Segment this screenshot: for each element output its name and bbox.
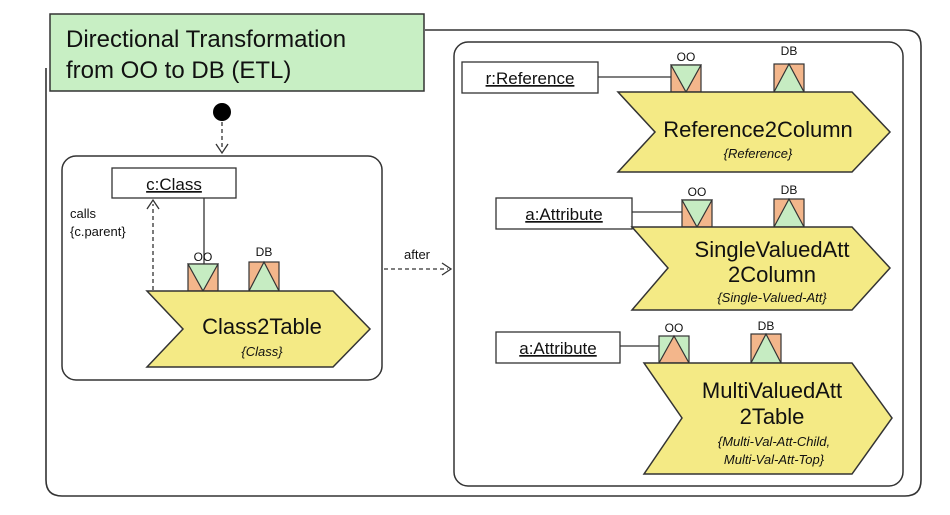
title-line-2: from OO to DB (ETL): [66, 57, 291, 84]
title-box: [49, 13, 425, 92]
rule-singlevaluedatt2column-name-2: 2Column: [728, 262, 816, 287]
outer-frame: [45, 29, 922, 497]
rule-class2table-name: Class2Table: [202, 314, 322, 339]
reference-port-oo-label: OO: [677, 50, 696, 64]
multi-attribute-object-label: a:Attribute: [519, 339, 597, 358]
left-port-db-label: DB: [256, 245, 273, 259]
reference-oo-port: [669, 64, 703, 94]
multi-db-port: [750, 332, 782, 364]
left-oo-port: [186, 263, 220, 293]
rule-reference2column-name: Reference2Column: [663, 117, 853, 142]
rule-reference2column-shape: [616, 91, 892, 173]
class-object-box: [111, 167, 237, 199]
rule-class2table-sub: {Class}: [241, 344, 283, 359]
rule-multivaluedatt2table-sub-2: Multi-Val-Att-Top}: [724, 452, 825, 467]
reference-object-label: r:Reference: [486, 69, 575, 88]
after-arrowhead: [441, 262, 453, 276]
rule-multivaluedatt2table-name-2: 2Table: [740, 404, 805, 429]
multi-oo-port: [657, 334, 691, 364]
calls-label: calls: [70, 206, 97, 221]
single-db-port: [772, 197, 806, 228]
single-oo-port: [680, 199, 714, 229]
calls-arrowhead: [146, 198, 160, 210]
multi-attribute-object-box: [495, 331, 621, 364]
reference-port-db-label: DB: [781, 44, 798, 58]
multi-port-oo-label: OO: [665, 321, 684, 335]
rule-multivaluedatt2table-sub-1: {Multi-Val-Att-Child,: [718, 434, 830, 449]
single-attribute-object-label: a:Attribute: [525, 205, 603, 224]
multi-port-db-label: DB: [758, 319, 775, 333]
single-port-db-label: DB: [781, 183, 798, 197]
left-db-port: [248, 260, 280, 292]
reference-db-port: [772, 62, 806, 93]
calls-arg: {c.parent}: [70, 224, 126, 239]
rule-singlevaluedatt2column-sub: {Single-Valued-Att}: [717, 290, 827, 305]
left-container: [61, 155, 383, 381]
rule-singlevaluedatt2column-name-1: SingleValuedAtt: [695, 237, 850, 262]
single-port-oo-label: OO: [688, 185, 707, 199]
left-port-oo-label: OO: [194, 250, 213, 264]
title-line-1: Directional Transformation: [66, 26, 346, 53]
after-label: after: [404, 247, 431, 262]
class-object-label: c:Class: [146, 175, 202, 194]
right-container: [453, 41, 904, 487]
rule-reference2column-sub: {Reference}: [724, 146, 793, 161]
initial-arrowhead: [215, 143, 229, 155]
initial-node: [213, 103, 231, 121]
rule-multivaluedatt2table-shape: [642, 362, 893, 475]
rule-class2table-shape: [145, 290, 372, 368]
single-attribute-object-box: [495, 197, 633, 230]
rule-multivaluedatt2table-name-1: MultiValuedAtt: [702, 378, 842, 403]
rule-singlevaluedatt2column-shape: [630, 226, 892, 311]
